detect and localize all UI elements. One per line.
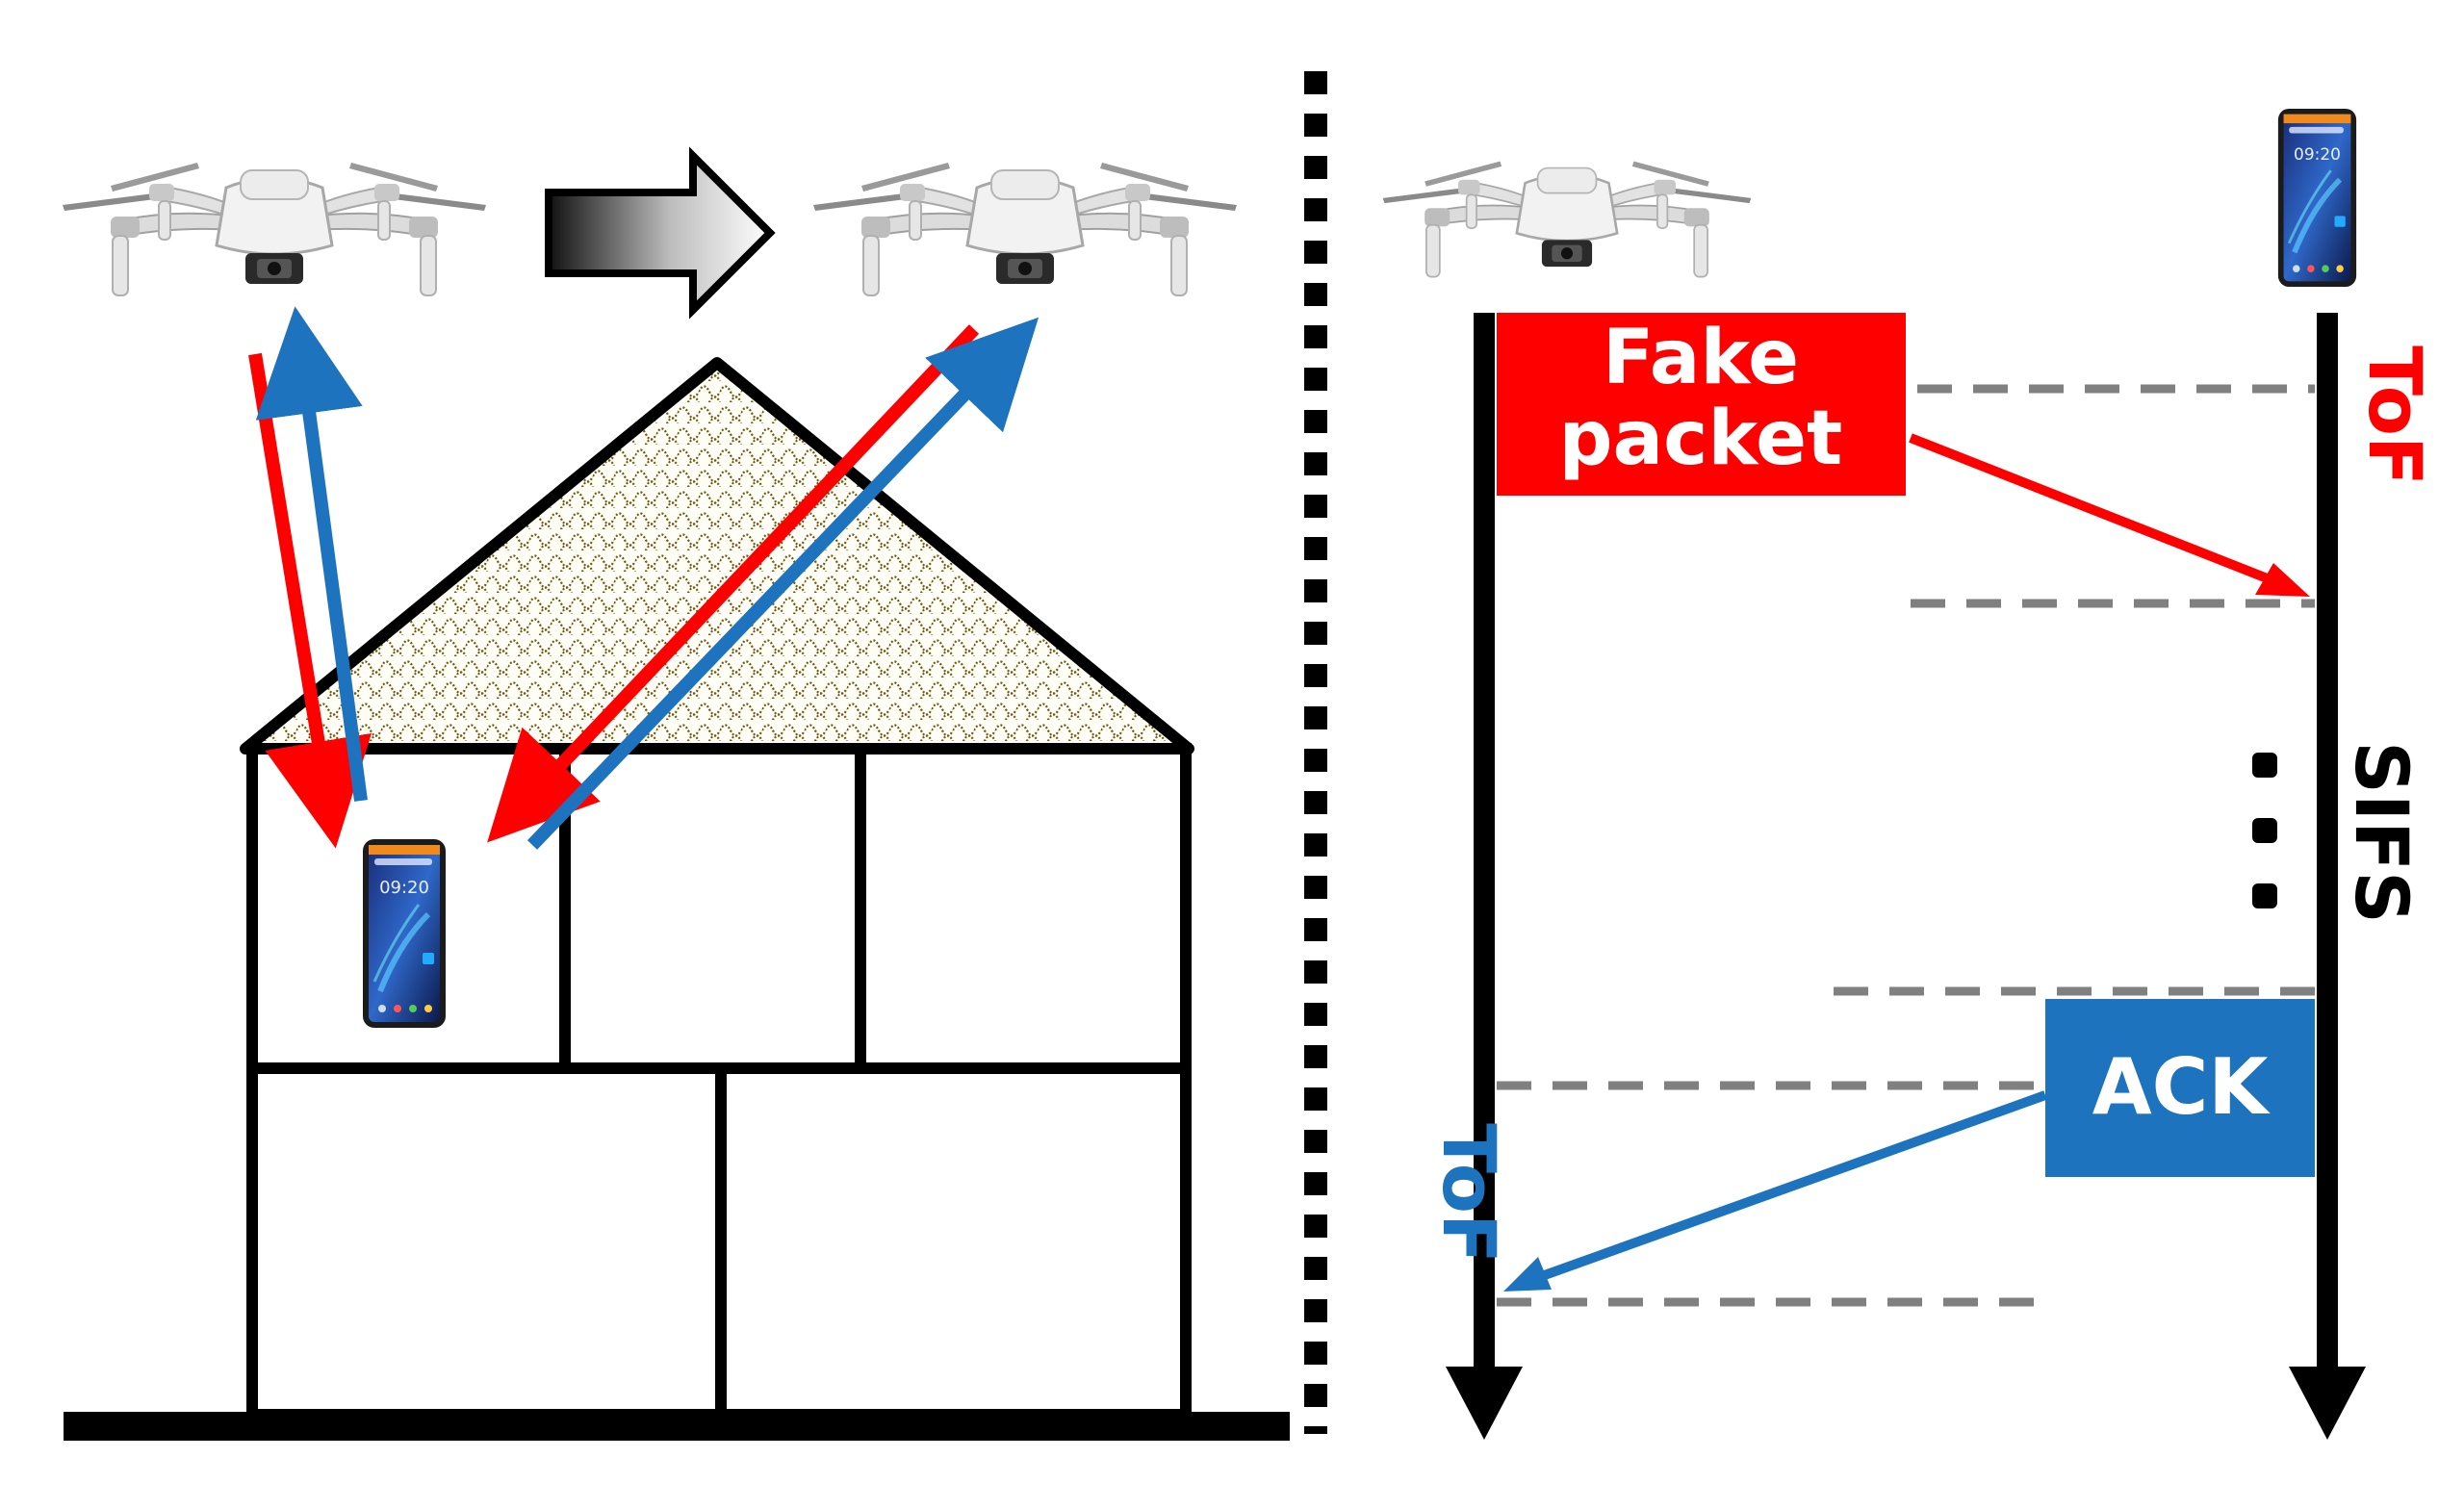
ack-label: ACK [2092, 1042, 2272, 1132]
left-panel [61, 146, 1290, 1441]
timing-guides [1497, 384, 2315, 1307]
tof-label-response: ToF [1426, 1123, 1512, 1264]
response-signal-arrow-initial [255, 306, 368, 802]
drone-icon-timeline [1381, 160, 1753, 279]
ack-arrowhead [1503, 1257, 1552, 1292]
ack-arrow [1540, 1090, 2047, 1281]
fake-packet-label-line2: packet [1559, 396, 1843, 482]
drone-icon-moved [811, 161, 1239, 297]
ack-box [2045, 999, 2315, 1177]
smartphone-icon-target [363, 839, 446, 1028]
fake-packet-box [1497, 313, 1906, 496]
house-roof [240, 357, 1194, 754]
fake-packet-label-line1: Fake [1603, 315, 1799, 401]
sifs-label: SIFS [2339, 741, 2425, 924]
sifs-ellipsis [2252, 753, 2277, 908]
smartphone-icon-timeline [2278, 109, 2356, 287]
fake-packet-arrow [1909, 433, 2272, 584]
drone-icon-initial [61, 161, 488, 297]
fake-packet-arrowhead [2255, 563, 2310, 597]
right-panel: Fake packet ToF SIFS ACK ToF [1381, 109, 2438, 1440]
tof-label-request: ToF [2352, 345, 2438, 486]
response-signal-arrow-moved [526, 317, 1040, 850]
phone-timeline-arrowhead [2289, 1367, 2366, 1440]
request-signal-arrow-moved [487, 324, 980, 843]
request-signal-arrow-initial [248, 352, 372, 849]
drone-timeline-arrowhead [1446, 1367, 1523, 1440]
right-arrow-icon [545, 146, 776, 320]
